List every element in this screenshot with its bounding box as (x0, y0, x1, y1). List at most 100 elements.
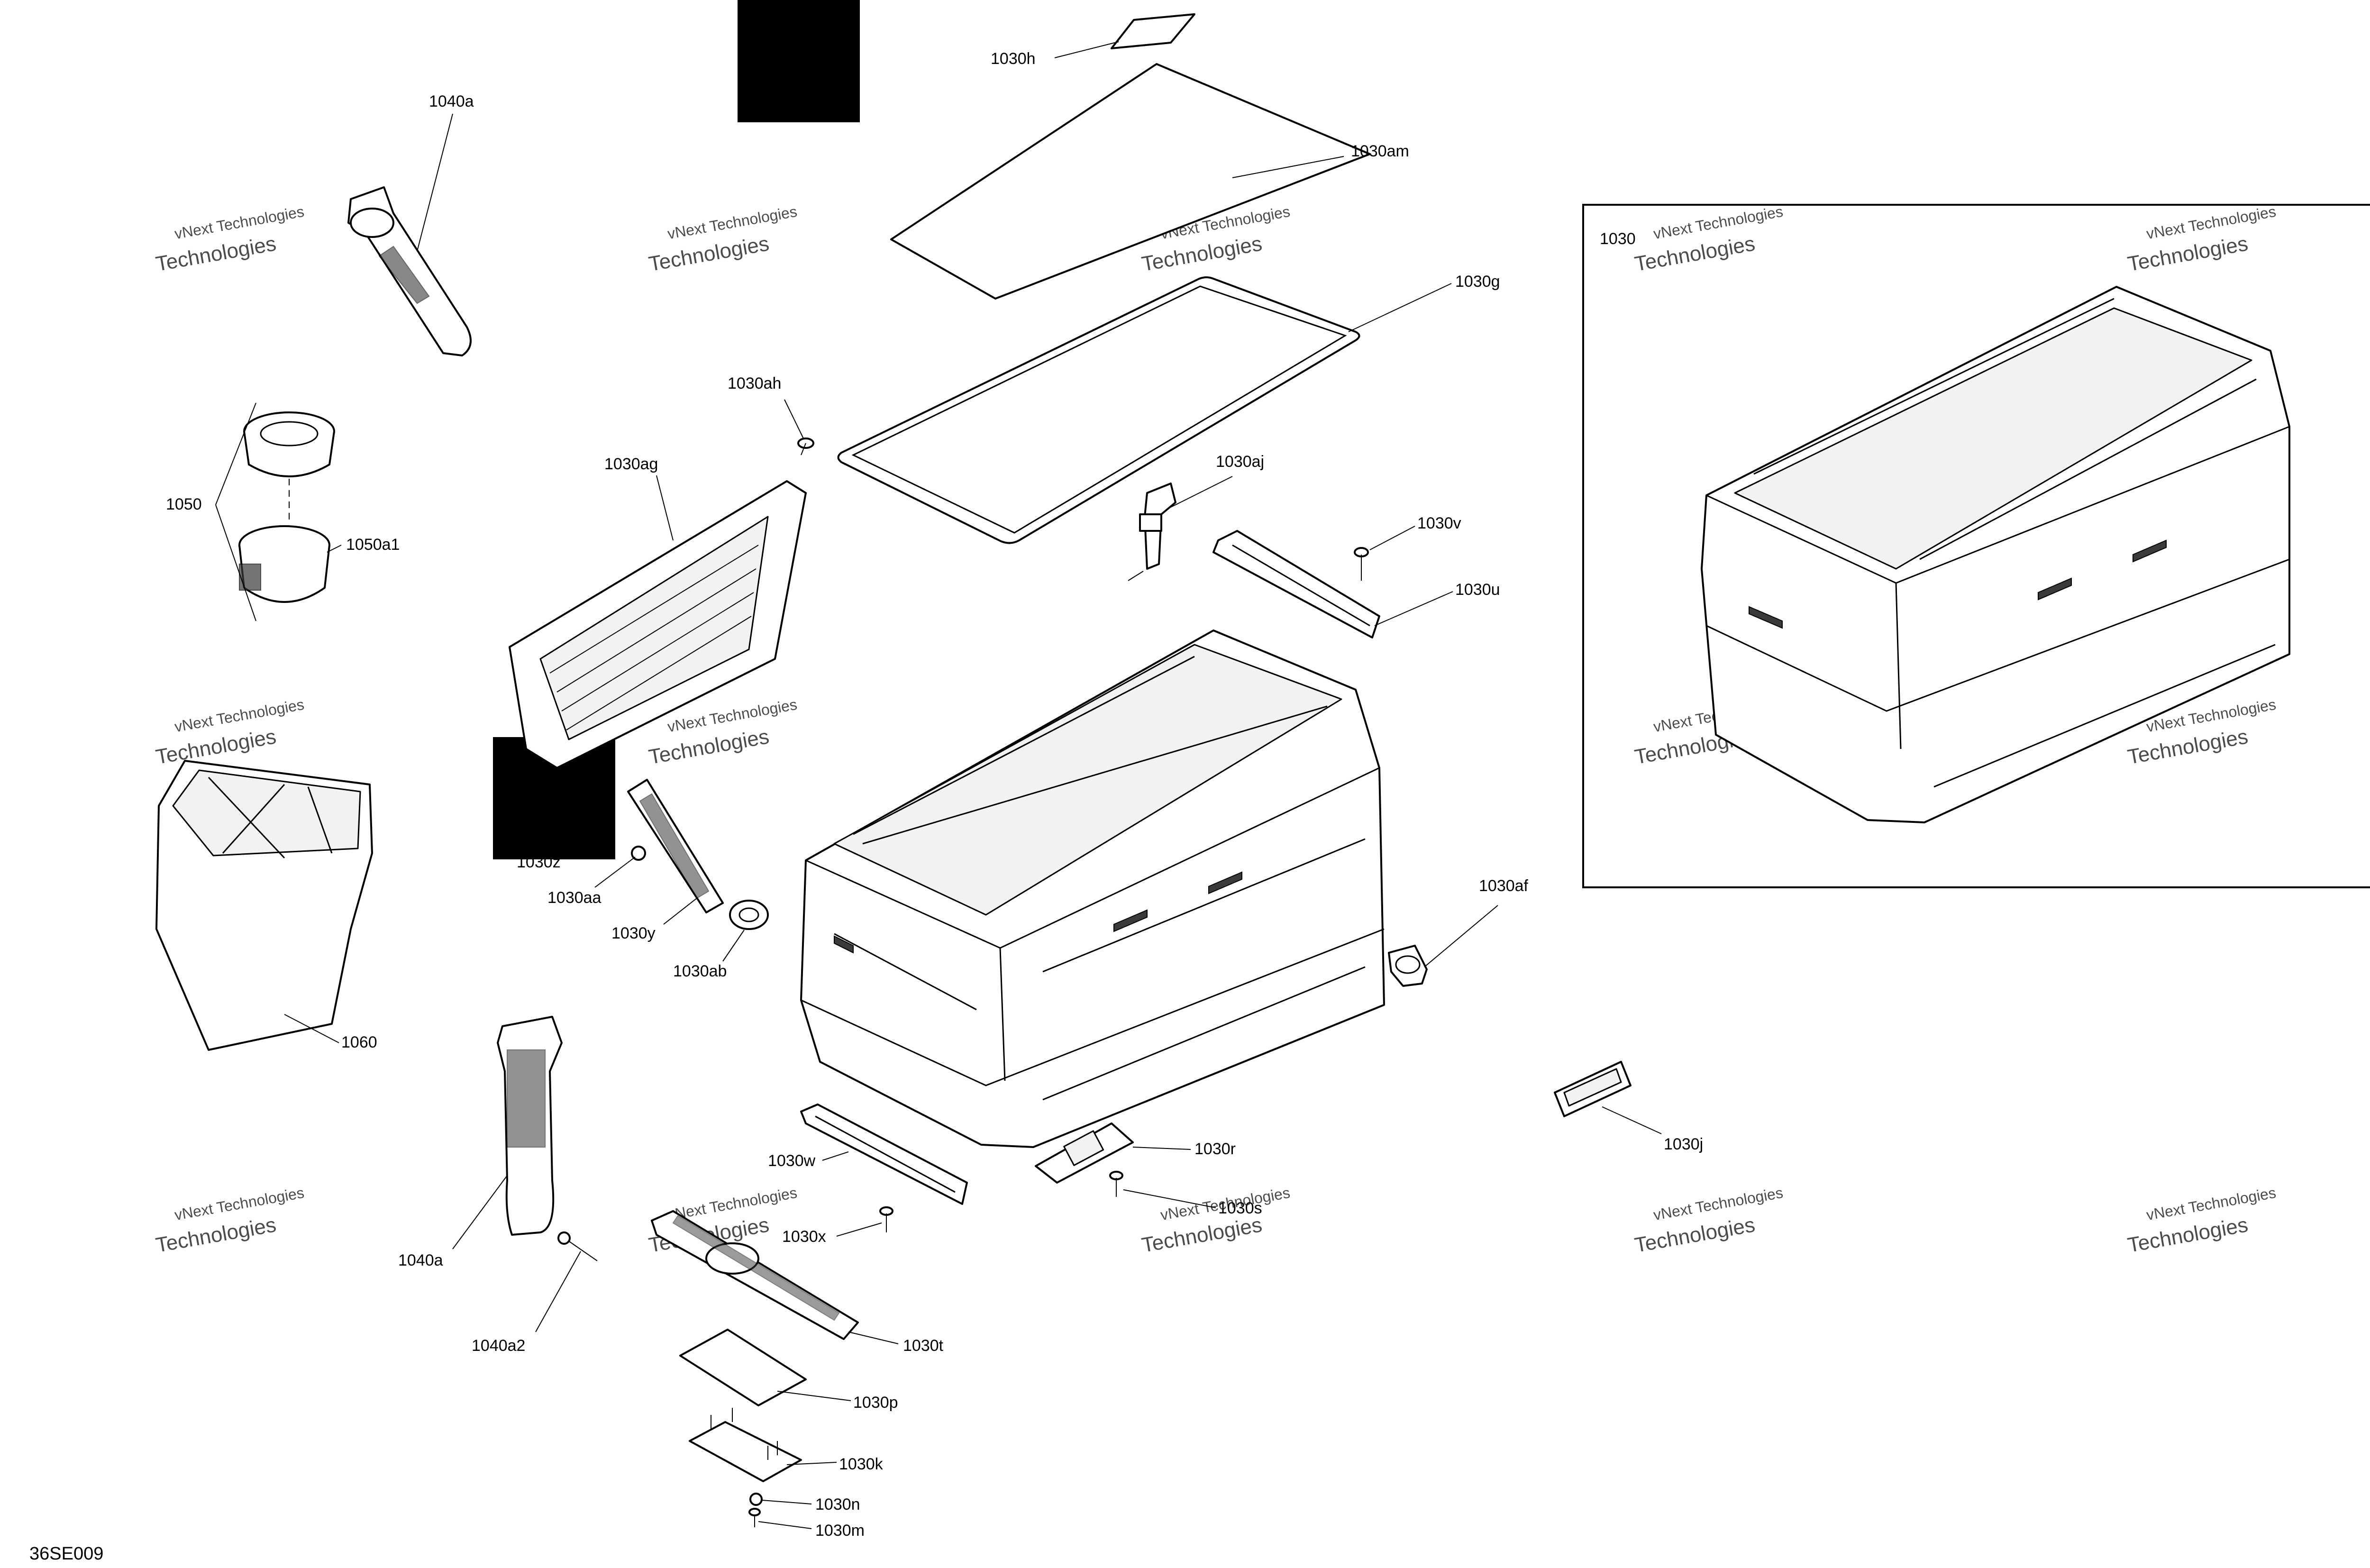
svg-text:Technologies: Technologies (647, 232, 771, 276)
callout-1030p: 1030p (853, 1394, 898, 1412)
reference-code: 36SE009 (29, 1544, 103, 1564)
callout-1030g: 1030g (1455, 273, 1500, 291)
callout-1030r: 1030r (1194, 1140, 1236, 1158)
callout-1030ab: 1030ab (673, 962, 727, 980)
part-1030v-screw (1354, 547, 1369, 581)
part-1030r-latch-bracket (1035, 1122, 1134, 1184)
leader-1030v (1369, 526, 1415, 550)
svg-text:vNext Technologies: vNext Technologies (1652, 1184, 1784, 1224)
leader-1030x (836, 1222, 882, 1237)
part-1030ab-clip (729, 900, 769, 930)
callout-1040a-top: 1040a (429, 92, 474, 110)
part-1030j-decal (1554, 1061, 1632, 1117)
inset-frame (1582, 204, 2370, 888)
callout-1040a2: 1040a2 (472, 1337, 525, 1355)
callout-1060: 1060 (341, 1033, 377, 1051)
svg-text:Technologies: Technologies (2126, 725, 2250, 769)
svg-text:Technologies: Technologies (154, 232, 278, 276)
leader-1040a-bottom (452, 1175, 508, 1249)
callout-1030n: 1030n (815, 1495, 860, 1513)
svg-text:vNext Technologies: vNext Technologies (173, 1184, 305, 1224)
leader-1030ag (656, 475, 674, 541)
callout-1030am: 1030am (1351, 142, 1409, 160)
leader-1050a1 (327, 545, 342, 553)
part-1030h-label (1111, 13, 1195, 49)
part-1030m-screw (748, 1508, 761, 1527)
part-1030s-screw (1109, 1171, 1123, 1197)
leader-1030am (1232, 156, 1344, 178)
callout-1030z: 1030z (517, 853, 561, 871)
callout-1030h: 1030h (991, 50, 1036, 68)
leader-1030aa (594, 857, 636, 888)
inset-label-1030: 1030 (1600, 230, 1636, 248)
part-1040a2-pin (557, 1231, 598, 1261)
watermark-r3c3: vNext Technologies Technologies (1140, 1184, 1292, 1257)
svg-text:Technologies: Technologies (1633, 232, 1757, 276)
leader-1030ab (722, 930, 745, 962)
callout-1030af: 1030af (1479, 877, 1529, 895)
part-1050-cup-holder (238, 411, 335, 603)
leader-1040a2 (535, 1251, 581, 1332)
callout-1030x: 1030x (782, 1228, 826, 1246)
callout-1030j: 1030j (1664, 1135, 1703, 1153)
leader-1030aj (1170, 476, 1233, 508)
svg-text:Technologies: Technologies (2126, 232, 2250, 276)
callout-1030t: 1030t (903, 1337, 944, 1355)
svg-text:Technologies: Technologies (1140, 1213, 1264, 1257)
watermark-r1c2: vNext Technologies Technologies (647, 203, 799, 276)
leader-1030n (762, 1500, 812, 1504)
watermark-r1c4: vNext Technologies Technologies (1633, 203, 1785, 276)
svg-text:vNext Technologies: vNext Technologies (2145, 203, 2277, 243)
leader-1030p (777, 1391, 851, 1401)
callout-1030ah: 1030ah (728, 374, 781, 392)
watermark-r2c1: vNext Technologies Technologies (154, 696, 306, 769)
callout-1030v: 1030v (1417, 514, 1461, 532)
part-1030ah-screw (797, 438, 814, 456)
part-1030aj-latch (1128, 483, 1176, 581)
watermark-r3c5: vNext Technologies Technologies (2126, 1184, 2278, 1257)
svg-text:Technologies: Technologies (1633, 1213, 1757, 1257)
redaction-block-top (738, 0, 860, 122)
part-1030x-screw (879, 1206, 893, 1232)
svg-text:Technologies: Technologies (154, 1213, 278, 1257)
svg-text:Technologies: Technologies (2126, 1213, 2250, 1257)
leader-1030m (758, 1521, 812, 1529)
svg-text:vNext Technologies: vNext Technologies (2145, 1184, 2277, 1224)
part-1030k-plate (689, 1408, 802, 1482)
leader-1040a-top (417, 113, 453, 252)
callout-1030aj: 1030aj (1216, 453, 1264, 471)
leader-1030ah (784, 399, 804, 439)
part-1040a-rod-holder-bottom (497, 1016, 563, 1236)
leader-1030u (1374, 591, 1453, 626)
callout-1050a1: 1050a1 (346, 536, 400, 554)
watermark-r3c1: vNext Technologies Technologies (154, 1184, 306, 1257)
svg-text:Technologies: Technologies (1140, 232, 1264, 276)
leader-1050-lower (215, 504, 256, 621)
leader-1030y (663, 898, 697, 925)
callout-1030aa: 1030aa (547, 889, 602, 907)
callout-1050: 1050 (166, 495, 202, 513)
part-1030af-fitting (1388, 945, 1428, 987)
callout-1030w: 1030w (768, 1152, 816, 1170)
part-1030am-mat (890, 63, 1371, 300)
part-1030u-rail (1212, 530, 1380, 638)
leader-1030t (848, 1331, 899, 1344)
part-1030aa-washer (631, 846, 646, 861)
leader-1030j (1602, 1106, 1662, 1134)
part-1030n-washer (749, 1493, 763, 1506)
part-1030p-pad (679, 1329, 807, 1406)
svg-text:vNext Technologies: vNext Technologies (1652, 203, 1784, 243)
callout-1030u: 1030u (1455, 581, 1500, 599)
callout-1030m: 1030m (815, 1522, 865, 1540)
callout-1030s: 1030s (1218, 1199, 1262, 1217)
svg-text:Technologies: Technologies (154, 725, 278, 769)
watermark-r1c5: vNext Technologies Technologies (2126, 203, 2278, 276)
part-1030ag-lid-panel (509, 480, 807, 769)
leader-1050-upper (215, 402, 256, 505)
watermark-r3c4: vNext Technologies Technologies (1633, 1184, 1785, 1257)
part-1030-storage-box-assembled (1701, 286, 2290, 823)
leader-1030s (1123, 1189, 1216, 1208)
part-1030y-handle (627, 779, 724, 913)
part-1040a-rod-holder-top (347, 186, 472, 356)
